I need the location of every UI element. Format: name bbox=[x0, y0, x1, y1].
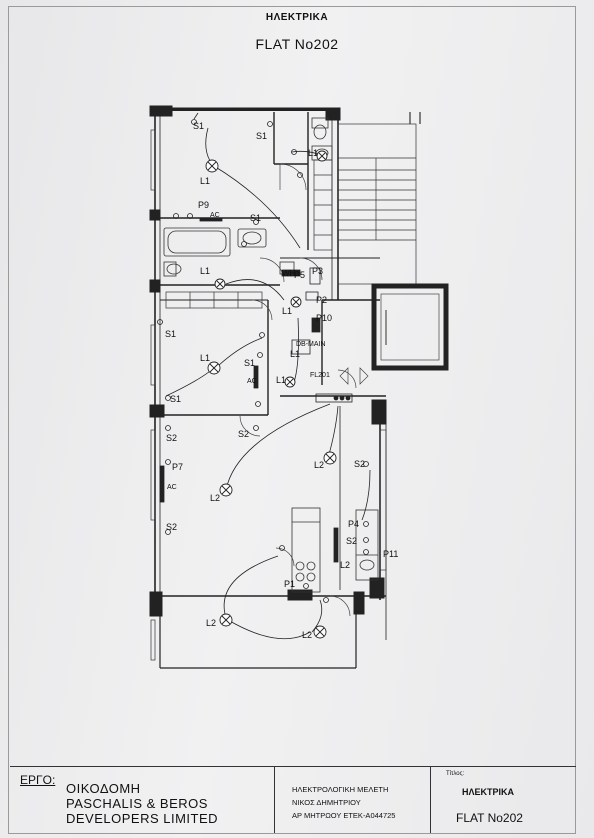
sheet-border bbox=[8, 6, 576, 834]
lamp-l1-icon bbox=[316, 150, 328, 162]
label-s2: S2 bbox=[166, 522, 177, 532]
label-s1: S1 bbox=[165, 329, 176, 339]
plan-labels: S1 S1 S1 S1 S1 S1 S2 S2 S2 S2 S2 L1 L1 L… bbox=[165, 121, 398, 640]
label-fl201: FL201 bbox=[310, 372, 330, 379]
lamp-l1-icon bbox=[207, 361, 221, 375]
label-p2: P2 bbox=[316, 295, 327, 305]
label-ac: AC bbox=[210, 212, 220, 219]
windows bbox=[150, 129, 387, 661]
lamp-symbols bbox=[205, 150, 337, 639]
kitchen-counter bbox=[291, 507, 379, 593]
engineer-info: ΗΛΕΚΤΡΟΛΟΓΙΚΗ ΜΕΛΕΤΗ ΝΙΚΟΣ ΔΗΜΗΤΡΙΟΥ ΑΡ … bbox=[292, 783, 395, 822]
flat-number: FLAT No202 bbox=[255, 36, 339, 52]
label-s1: S1 bbox=[256, 131, 267, 141]
label-l1: L1 bbox=[200, 266, 210, 276]
label-db-main: DB-MAIN bbox=[296, 341, 326, 348]
lamp-l1-icon bbox=[214, 278, 226, 290]
lamp-l1-icon bbox=[290, 296, 302, 308]
label-p9: P9 bbox=[198, 200, 209, 210]
sheet-title: ΗΛΕΚΤΡΙΚΑ bbox=[462, 787, 515, 797]
label-p5: P5 bbox=[294, 270, 305, 280]
study-line: ΗΛΕΚΤΡΟΛΟΓΙΚΗ ΜΕΛΕΤΗ bbox=[292, 785, 389, 794]
project-owner: ΟΙΚΟΔΟΜΗ PASCHALIS & BEROS DEVELOPERS LI… bbox=[66, 781, 218, 826]
label-l2: L2 bbox=[210, 493, 220, 503]
label-p7: P7 bbox=[172, 462, 183, 472]
label-l1: L1 bbox=[276, 375, 286, 385]
door-swings bbox=[239, 163, 369, 617]
label-s2: S2 bbox=[166, 433, 177, 443]
lift-shaft bbox=[371, 283, 449, 371]
label-s2: S2 bbox=[346, 536, 357, 546]
label-p4: P4 bbox=[348, 519, 359, 529]
title-label: Τίτλος: bbox=[446, 771, 465, 777]
label-l1: L1 bbox=[200, 176, 210, 186]
wiring bbox=[165, 127, 371, 640]
title-block-divider bbox=[274, 767, 275, 833]
label-ac: AC bbox=[167, 484, 177, 491]
label-l2: L2 bbox=[302, 630, 312, 640]
wardrobes bbox=[165, 291, 263, 309]
label-s1: S1 bbox=[170, 394, 181, 404]
label-l2: L2 bbox=[340, 560, 350, 570]
label-p1: P1 bbox=[284, 579, 295, 589]
sheet-flat: FLAT No202 bbox=[456, 811, 523, 825]
label-l1: L1 bbox=[290, 349, 300, 359]
title-block-divider bbox=[430, 767, 431, 833]
lamp-l2-icon bbox=[323, 451, 337, 465]
electrical-devices bbox=[157, 112, 369, 603]
label-l2: L2 bbox=[314, 460, 324, 470]
lamp-l2-icon bbox=[313, 625, 327, 639]
label-l1: L1 bbox=[308, 148, 318, 158]
label-wh: WH bbox=[282, 269, 296, 278]
study-line: ΝΙΚΟΣ ΔΗΜΗΤΡΙΟΥ bbox=[292, 798, 361, 807]
label-l1: L1 bbox=[282, 306, 292, 316]
owner-line: PASCHALIS & BEROS bbox=[66, 796, 208, 811]
label-s2: S2 bbox=[354, 459, 365, 469]
lamp-l2-icon bbox=[219, 483, 233, 497]
owner-line: DEVELOPERS LIMITED bbox=[66, 811, 219, 826]
owner-line: ΟΙΚΟΔΟΜΗ bbox=[66, 781, 141, 796]
label-s2: S2 bbox=[238, 429, 249, 439]
study-line: ΑΡ ΜΗΤΡΩΟΥ ΕΤΕΚ-Α044725 bbox=[292, 811, 396, 820]
drawing-title: ΗΛΕΚΤΡΙΚΑ bbox=[265, 12, 329, 23]
project-label: ΕΡΓΟ: bbox=[20, 773, 56, 787]
label-l2: L2 bbox=[206, 618, 216, 628]
label-p3: P3 bbox=[312, 266, 323, 276]
label-s1: S1 bbox=[244, 358, 255, 368]
title-block: ΕΡΓΟ: ΟΙΚΟΔΟΜΗ PASCHALIS & BEROS DEVELOP… bbox=[10, 766, 576, 833]
label-s1: S1 bbox=[250, 213, 261, 223]
label-ac: AC bbox=[247, 378, 257, 385]
label-s1: S1 bbox=[193, 121, 204, 131]
sanitary-fixtures bbox=[163, 117, 333, 277]
lamp-l2-icon bbox=[219, 613, 233, 627]
label-p11: P11 bbox=[383, 549, 398, 559]
lamp-l1-icon bbox=[284, 376, 296, 388]
lamp-l1-icon bbox=[205, 159, 219, 173]
label-p10: P10 bbox=[316, 313, 332, 323]
label-l1: L1 bbox=[200, 353, 210, 363]
